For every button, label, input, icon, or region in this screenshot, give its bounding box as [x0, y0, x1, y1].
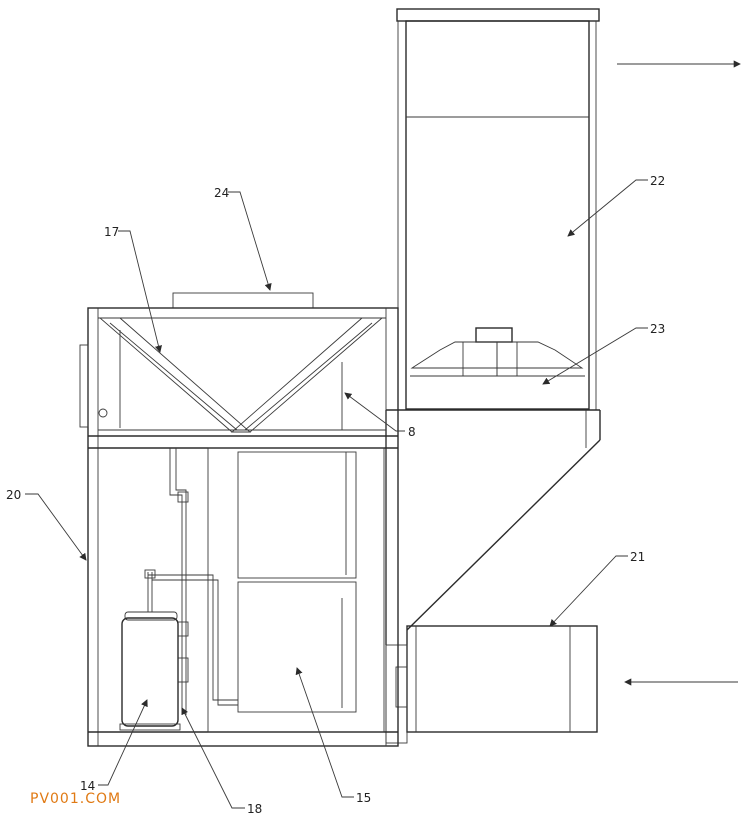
exhaust-stack [396, 8, 600, 410]
label-21: 21 [630, 550, 645, 564]
part-labels: 24 17 22 23 8 20 21 15 14 18 [6, 174, 665, 816]
leader-lines [25, 179, 648, 809]
label-23: 23 [650, 322, 665, 336]
compressor [119, 611, 181, 731]
label-14: 14 [80, 779, 95, 793]
watermark-text: PV001.COM [30, 791, 122, 807]
main-cabinet [79, 292, 399, 747]
fan-unit [410, 327, 585, 377]
label-20: 20 [6, 488, 21, 502]
v-coil [98, 317, 384, 433]
label-22: 22 [650, 174, 665, 188]
label-15: 15 [356, 791, 371, 805]
transition-duct [385, 409, 601, 645]
label-17: 17 [104, 225, 119, 239]
inner-panels [207, 447, 385, 733]
label-18: 18 [247, 802, 262, 816]
label-24: 24 [214, 186, 229, 200]
piping [144, 448, 238, 715]
label-8: 8 [408, 425, 416, 439]
flow-arrows [617, 60, 741, 686]
inlet-duct [385, 625, 598, 744]
